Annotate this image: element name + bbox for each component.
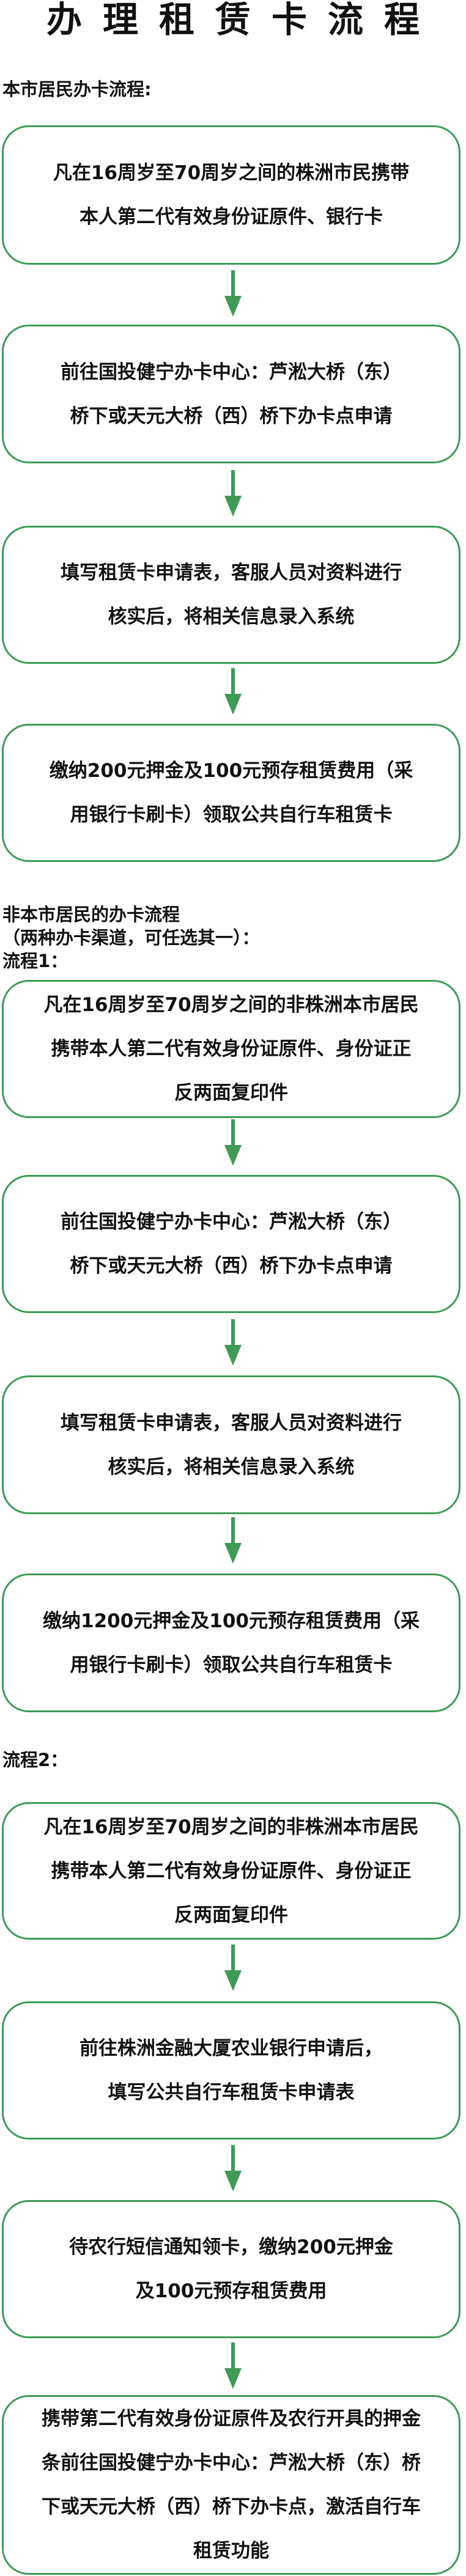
step-text-line: 及100元预存租赁费用	[135, 2280, 327, 2302]
arrow-down-icon	[224, 470, 242, 517]
step-text-line: 前往国投健宁办卡中心：芦淞大桥（东）	[61, 361, 402, 383]
step-text-line: 填写租赁卡申请表，客服人员对资料进行	[61, 562, 402, 584]
step-text-line: 桥下或天元大桥（西）桥下办卡点申请	[70, 405, 393, 427]
arrow-head	[224, 1970, 242, 1991]
step-box: 携带第二代有效身份证原件及农行开具的押金条前往国投健宁办卡中心：芦淞大桥（东）桥…	[2, 2395, 460, 2575]
step-box: 凡在16周岁至70周岁之间的非株洲本市居民携带本人第二代有效身份证原件、身份证正…	[2, 980, 460, 1118]
arrow-head	[224, 2171, 242, 2191]
step-text-line: 缴纳200元押金及100元预存租赁费用（采	[49, 760, 413, 782]
arrow-head	[224, 296, 242, 317]
arrow-shaft	[231, 470, 235, 498]
arrow-head	[224, 496, 242, 517]
step-text-line: 缴纳1200元押金及100元预存租赁费用（采	[43, 1610, 420, 1632]
step-box: 前往株洲金融大厦农业银行申请后， 填写公共自行车租赁卡申请表	[2, 2001, 460, 2140]
step-text-line: 条前往国投健宁办卡中心：芦淞大桥（东）桥	[42, 2452, 421, 2474]
step-text-line: 本人第二代有效身份证原件、银行卡	[80, 206, 383, 228]
arrow-shaft	[231, 270, 235, 298]
step-box: 凡在16周岁至70周岁之间的非株洲本市居民携带本人第二代有效身份证原件、身份证正…	[2, 1802, 460, 1940]
step-text-line: 桥下或天元大桥（西）桥下办卡点申请	[70, 1255, 393, 1277]
step-box: 前往国投健宁办卡中心：芦淞大桥（东） 桥下或天元大桥（西）桥下办卡点申请	[2, 1175, 460, 1313]
step-text-line: 凡在16周岁至70周岁之间的非株洲本市居民	[43, 1816, 419, 1838]
step-box: 填写租赁卡申请表，客服人员对资料进行核实后，将相关信息录入系统	[2, 526, 460, 664]
step-box: 前往国投健宁办卡中心：芦淞大桥（东） 桥下或天元大桥（西）桥下办卡点申请	[2, 325, 460, 463]
arrow-down-icon	[224, 668, 242, 715]
arrow-down-icon	[224, 270, 242, 317]
step-text-line: 用银行卡刷卡）领取公共自行车租赁卡	[70, 1654, 393, 1676]
step-text-line: 凡在16周岁至70周岁之间的非株洲本市居民	[43, 994, 419, 1016]
arrow-head	[224, 694, 242, 715]
arrow-down-icon	[224, 1319, 242, 1366]
step-text-line: 下或天元大桥（西）桥下办卡点，激活自行车	[42, 2496, 421, 2518]
arrow-shaft	[231, 2342, 235, 2371]
step-box: 凡在16周岁至70周岁之间的株洲市民携带本人第二代有效身份证原件、银行卡	[2, 125, 460, 265]
step-text-line: 用银行卡刷卡）领取公共自行车租赁卡	[70, 804, 393, 826]
step-text-line: 核实后，将相关信息录入系统	[108, 606, 355, 628]
arrow-head	[224, 1145, 242, 1166]
arrow-down-icon	[224, 1119, 242, 1166]
arrow-down-icon	[224, 1517, 242, 1564]
arrow-shaft	[231, 668, 235, 696]
arrow-head	[224, 2368, 242, 2389]
step-text-line: 前往国投健宁办卡中心：芦淞大桥（东）	[61, 1211, 402, 1233]
step-text-line: 待农行短信通知领卡，缴纳200元押金	[69, 2236, 393, 2258]
arrow-shaft	[231, 1517, 235, 1545]
arrow-shaft	[231, 2145, 235, 2173]
step-text-line: 填写公共自行车租赁卡申请表	[108, 2081, 355, 2103]
arrow-shaft	[231, 1319, 235, 1347]
flow1-heading: 流程1：	[2, 951, 68, 971]
nonlocal-channels-subheading: （两种办卡渠道，可任选其一）：	[2, 927, 260, 948]
local-residents-heading: 本市居民办卡流程:	[2, 79, 152, 100]
page-title: 办理租赁卡流程	[46, 0, 440, 40]
step-text-line: 反两面复印件	[174, 1904, 288, 1926]
step-box: 填写租赁卡申请表，客服人员对资料进行核实后，将相关信息录入系统	[2, 1375, 460, 1514]
step-text-line: 前往株洲金融大厦农业银行申请后，	[80, 2037, 383, 2059]
step-text-line: 携带本人第二代有效身份证原件、身份证正	[51, 1038, 412, 1060]
step-text-line: 凡在16周岁至70周岁之间的株洲市民携带	[53, 162, 410, 184]
step-text-line: 反两面复印件	[174, 1082, 288, 1104]
flow2-heading: 流程2：	[2, 1750, 68, 1770]
arrow-down-icon	[224, 1945, 242, 1991]
arrow-shaft	[231, 1119, 235, 1147]
arrow-head	[224, 1543, 242, 1564]
step-text-line: 填写租赁卡申请表，客服人员对资料进行	[61, 1411, 402, 1434]
step-text-line: 携带本人第二代有效身份证原件、身份证正	[51, 1860, 412, 1882]
arrow-down-icon	[224, 2145, 242, 2191]
arrow-shaft	[231, 1945, 235, 1973]
step-box: 缴纳1200元押金及100元预存租赁费用（采用银行卡刷卡）领取公共自行车租赁卡	[2, 1573, 460, 1712]
step-box: 待农行短信通知领卡，缴纳200元押金及100元预存租赁费用	[2, 2200, 460, 2338]
arrow-head	[224, 1345, 242, 1366]
step-text-line: 携带第二代有效身份证原件及农行开具的押金	[42, 2408, 421, 2430]
nonlocal-residents-heading: 非本市居民的办卡流程	[2, 904, 180, 925]
step-box: 缴纳200元押金及100元预存租赁费用（采用银行卡刷卡）领取公共自行车租赁卡	[2, 724, 460, 862]
step-text-line: 核实后，将相关信息录入系统	[108, 1455, 355, 1478]
step-text-line: 租赁功能	[193, 2540, 269, 2562]
arrow-down-icon	[224, 2342, 242, 2389]
